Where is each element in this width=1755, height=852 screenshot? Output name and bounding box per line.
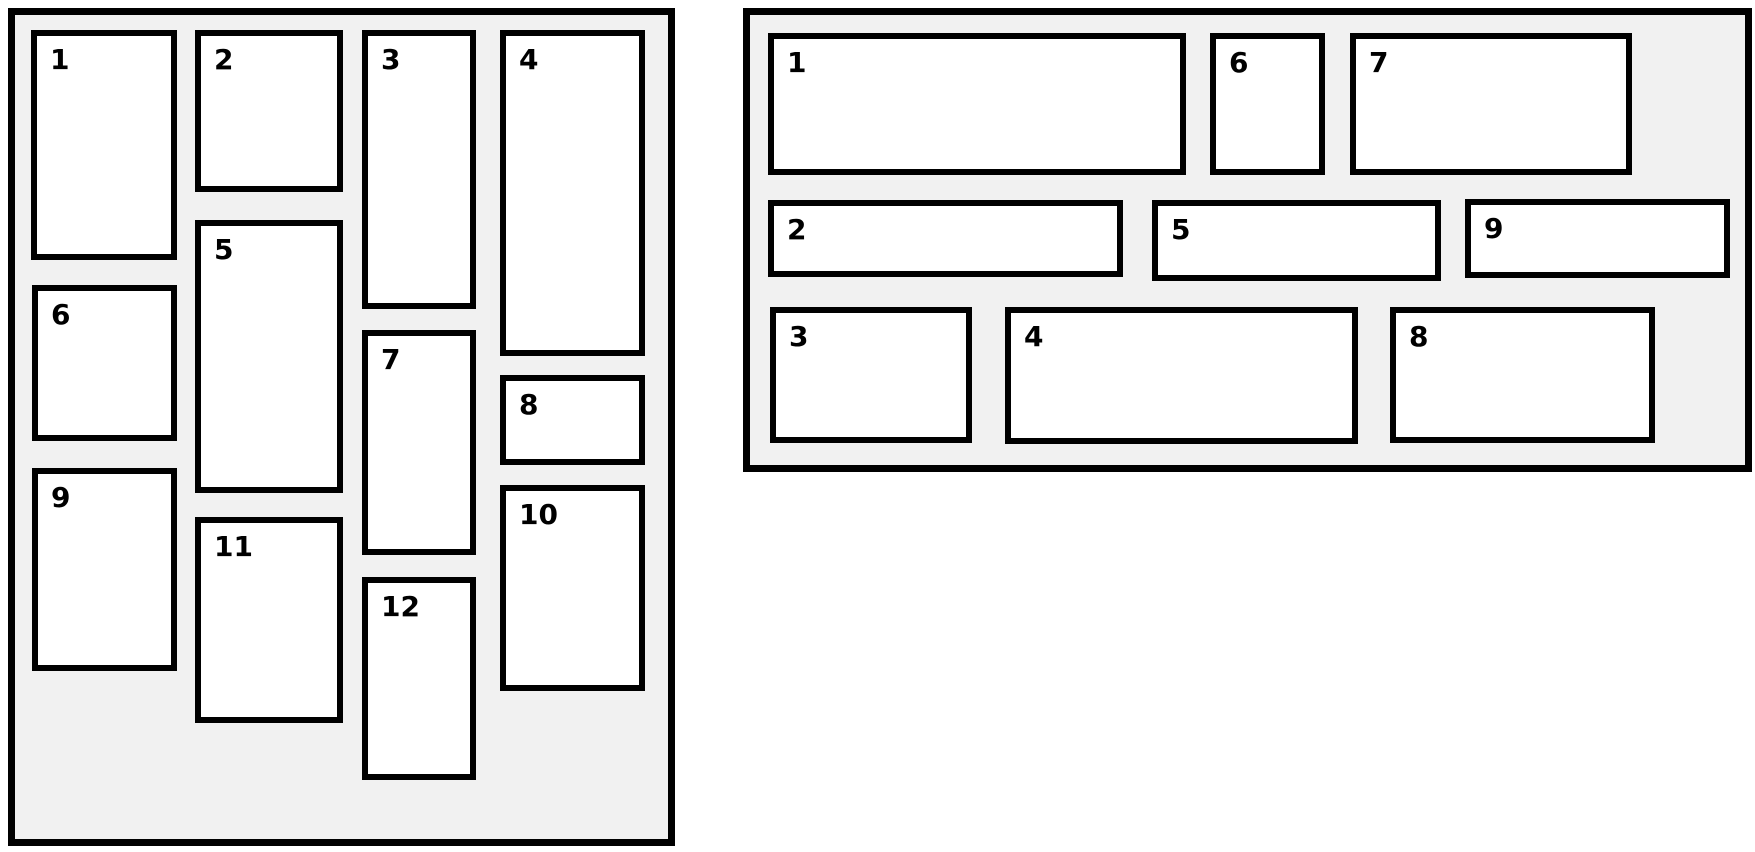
masonry-box-6: 6 bbox=[1210, 33, 1325, 175]
horizontal-masonry-panel: 1 2 3 4 5 6 7 8 9 bbox=[743, 8, 1752, 472]
masonry-box-9: 9 bbox=[32, 468, 177, 671]
masonry-box-3: 3 bbox=[770, 307, 972, 443]
box-number-label: 3 bbox=[789, 320, 809, 353]
masonry-box-8: 8 bbox=[500, 375, 645, 465]
box-number-label: 4 bbox=[519, 43, 539, 76]
masonry-box-5: 5 bbox=[195, 220, 343, 493]
box-number-label: 5 bbox=[1171, 213, 1191, 246]
box-number-label: 11 bbox=[214, 530, 253, 563]
masonry-box-9: 9 bbox=[1465, 199, 1730, 278]
masonry-box-5: 5 bbox=[1152, 200, 1441, 281]
box-number-label: 7 bbox=[1369, 46, 1389, 79]
masonry-box-6: 6 bbox=[32, 285, 177, 441]
masonry-box-7: 7 bbox=[1350, 33, 1632, 175]
box-number-label: 1 bbox=[787, 46, 807, 79]
box-number-label: 9 bbox=[1484, 212, 1504, 245]
box-number-label: 8 bbox=[519, 388, 539, 421]
box-number-label: 3 bbox=[381, 43, 401, 76]
masonry-box-4: 4 bbox=[1005, 307, 1358, 444]
masonry-box-8: 8 bbox=[1390, 307, 1655, 443]
box-number-label: 12 bbox=[381, 590, 420, 623]
masonry-box-10: 10 bbox=[500, 485, 645, 691]
box-number-label: 6 bbox=[1229, 46, 1249, 79]
masonry-box-7: 7 bbox=[362, 330, 476, 555]
box-number-label: 10 bbox=[519, 498, 558, 531]
masonry-box-4: 4 bbox=[500, 30, 645, 356]
masonry-box-1: 1 bbox=[768, 33, 1186, 175]
masonry-box-11: 11 bbox=[195, 517, 343, 723]
box-number-label: 5 bbox=[214, 233, 234, 266]
masonry-box-3: 3 bbox=[362, 30, 476, 309]
box-number-label: 2 bbox=[787, 213, 807, 246]
masonry-box-2: 2 bbox=[768, 200, 1123, 277]
masonry-box-1: 1 bbox=[31, 30, 177, 260]
box-number-label: 4 bbox=[1024, 320, 1044, 353]
masonry-box-2: 2 bbox=[195, 30, 343, 192]
box-number-label: 7 bbox=[381, 343, 401, 376]
box-number-label: 6 bbox=[51, 298, 71, 331]
box-number-label: 2 bbox=[214, 43, 234, 76]
box-number-label: 9 bbox=[51, 481, 71, 514]
box-number-label: 8 bbox=[1409, 320, 1429, 353]
box-number-label: 1 bbox=[50, 43, 70, 76]
masonry-box-12: 12 bbox=[362, 577, 476, 780]
